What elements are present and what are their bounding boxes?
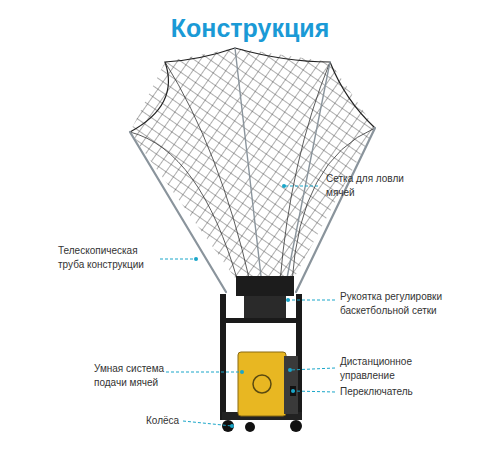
callout-label: Колёса [146, 414, 206, 428]
telescopic-poles [130, 48, 375, 292]
catch-net [130, 48, 375, 282]
callout-label: Умная система подачи мячей [94, 362, 174, 390]
machine-frame [220, 276, 302, 420]
callout-label: Сетка для ловли мячей [326, 172, 426, 200]
leader-lines [160, 184, 335, 428]
diagram-title: Конструкция [0, 14, 500, 43]
callout-label: Телескопическая труба конструкции [58, 244, 163, 272]
callout-label: Дистанционное управление [340, 355, 430, 383]
wheels [222, 420, 302, 432]
callout-label: Рукоятка регулировки баскетбольной сетки [340, 290, 460, 318]
callout-label: Переключатель [340, 385, 440, 399]
